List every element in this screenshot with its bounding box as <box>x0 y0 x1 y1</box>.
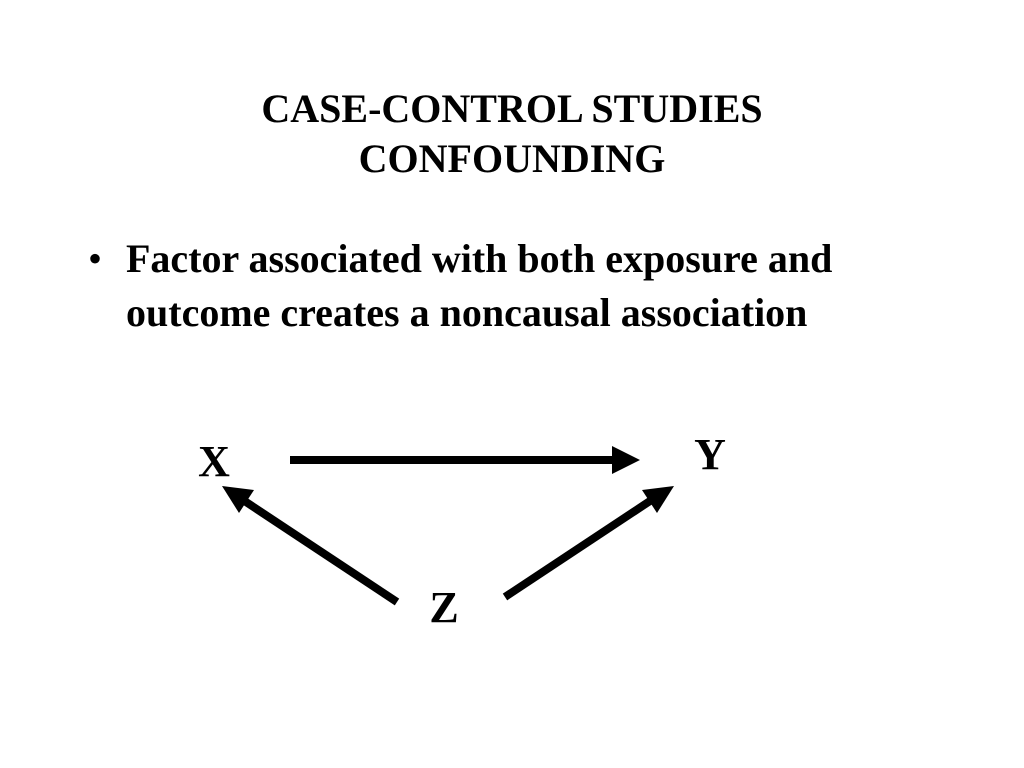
title-line-2: CONFOUNDING <box>358 136 666 181</box>
arrow-head-icon <box>642 486 674 513</box>
bullet-item: • Factor associated with both exposure a… <box>88 232 968 340</box>
edge-x-to-y <box>290 446 640 474</box>
bullet-marker: • <box>88 236 103 281</box>
bullet-list: • Factor associated with both exposure a… <box>88 232 968 340</box>
node-z-label: Z <box>429 583 458 632</box>
title-line-1: CASE-CONTROL STUDIES <box>261 86 763 131</box>
arrow-head-icon <box>222 486 254 513</box>
node-y-label: Y <box>694 430 726 479</box>
bullet-text: Factor associated with both exposure and… <box>126 236 833 335</box>
slide-title: CASE-CONTROL STUDIES CONFOUNDING <box>0 84 1024 184</box>
node-x-label: X <box>198 437 230 486</box>
arrow-shaft <box>237 494 400 606</box>
edge-z-to-x <box>222 486 400 606</box>
arrow-head-icon <box>612 446 640 474</box>
arrow-shaft <box>502 493 659 601</box>
edge-z-to-y <box>502 486 674 601</box>
